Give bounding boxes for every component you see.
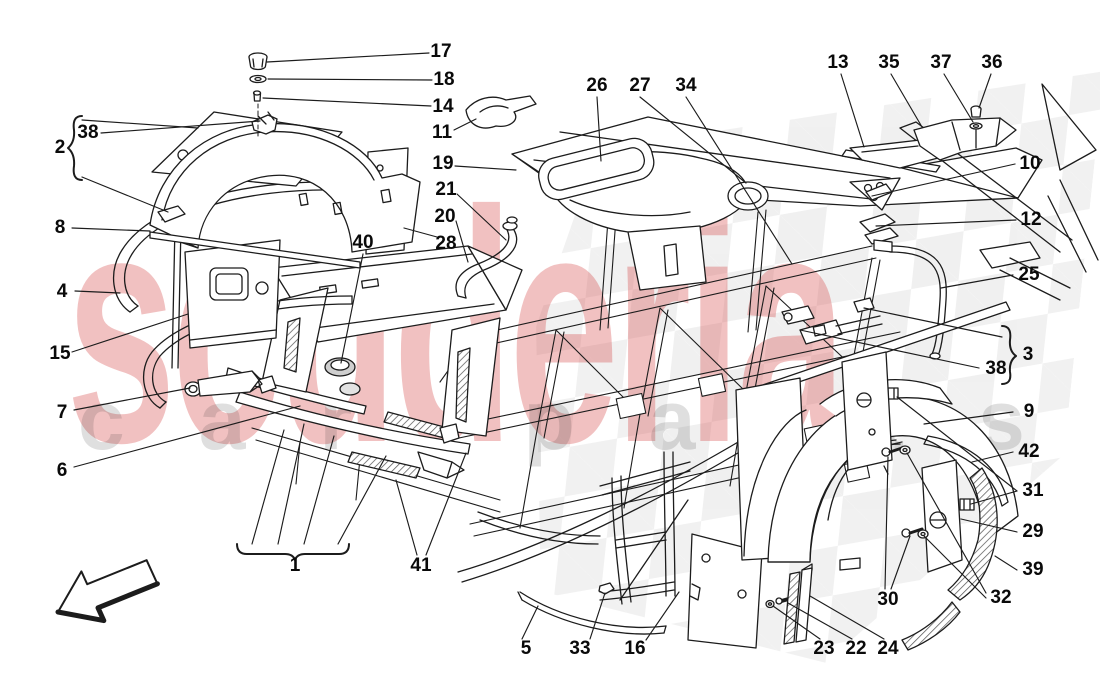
leader-line-30 <box>890 535 911 590</box>
brace-item-3 <box>1001 325 1017 385</box>
leader-line-24 <box>809 595 885 640</box>
leader-line-36 <box>978 73 992 109</box>
heater-duct-drawing <box>455 95 769 299</box>
leader-line-32 <box>923 535 987 599</box>
leader-line-41 <box>395 479 418 556</box>
leader-line-37 <box>943 73 974 123</box>
leader-line-31 <box>970 490 1018 505</box>
leader-line-1 <box>337 455 387 545</box>
leader-line-4 <box>74 290 121 294</box>
leader-line-11 <box>453 118 477 131</box>
lower-trim-strip-drawing <box>517 582 667 635</box>
leader-line-31 <box>896 396 1018 492</box>
leader-line-39 <box>994 555 1018 571</box>
leader-line-14 <box>262 97 432 107</box>
hose-and-latch-drawing <box>747 239 1011 399</box>
leader-line-21 <box>456 193 507 241</box>
leader-line-19 <box>454 165 517 171</box>
leader-line-30 <box>884 456 889 590</box>
leader-line-35 <box>890 73 923 128</box>
windscreen-frame-drawing <box>859 83 1099 301</box>
leader-line-18 <box>267 78 433 81</box>
leader-line-42 <box>971 451 1014 463</box>
leader-line-1 <box>251 429 285 545</box>
front-subframe-drawing <box>457 437 763 649</box>
leader-line-6 <box>73 405 301 468</box>
leader-line-33 <box>589 592 606 640</box>
leader-line-1 <box>303 435 335 545</box>
leader-line-40 <box>340 253 364 364</box>
direction-arrow <box>55 559 160 624</box>
leader-line-23 <box>772 605 821 640</box>
leader-line-16 <box>645 591 680 641</box>
leader-line-38 <box>100 120 261 134</box>
leader-line-2 <box>81 176 169 213</box>
radiator-support-panel-drawing <box>257 245 523 444</box>
leader-line-3 <box>863 307 1003 338</box>
leader-line-5 <box>521 605 539 640</box>
leader-line-17 <box>266 52 430 63</box>
leader-line-22 <box>787 602 853 640</box>
leader-line-26 <box>596 96 602 162</box>
leader-line-25 <box>940 274 1014 289</box>
brace-item-1 <box>236 543 350 561</box>
leader-line-7 <box>73 387 191 411</box>
leader-line-13 <box>840 73 865 148</box>
leader-line-38 <box>799 329 980 369</box>
leader-line-12 <box>875 219 1017 227</box>
rear-wheelhouse-drawing <box>735 351 1019 651</box>
brace-item-2 <box>67 115 83 181</box>
leader-lines <box>71 52 1018 641</box>
leader-line-41 <box>425 452 467 556</box>
leader-line-34 <box>685 96 793 265</box>
callout-braces <box>67 115 1017 561</box>
leader-line-27 <box>639 96 747 184</box>
leader-line-29 <box>960 518 1018 533</box>
leader-line-28 <box>403 227 438 238</box>
leader-line-9 <box>923 411 1014 425</box>
upper-trim-pieces-drawing <box>841 105 1017 173</box>
leader-line-15 <box>71 313 189 353</box>
leader-line-20 <box>455 220 469 263</box>
leader-line-10 <box>871 163 1016 197</box>
front-bumper-tubes-drawing <box>112 181 353 409</box>
front-wheelhouse-drawing <box>149 52 421 269</box>
leader-line-32 <box>906 452 987 594</box>
leader-line-1 <box>277 423 305 545</box>
leader-line-8 <box>71 227 151 232</box>
